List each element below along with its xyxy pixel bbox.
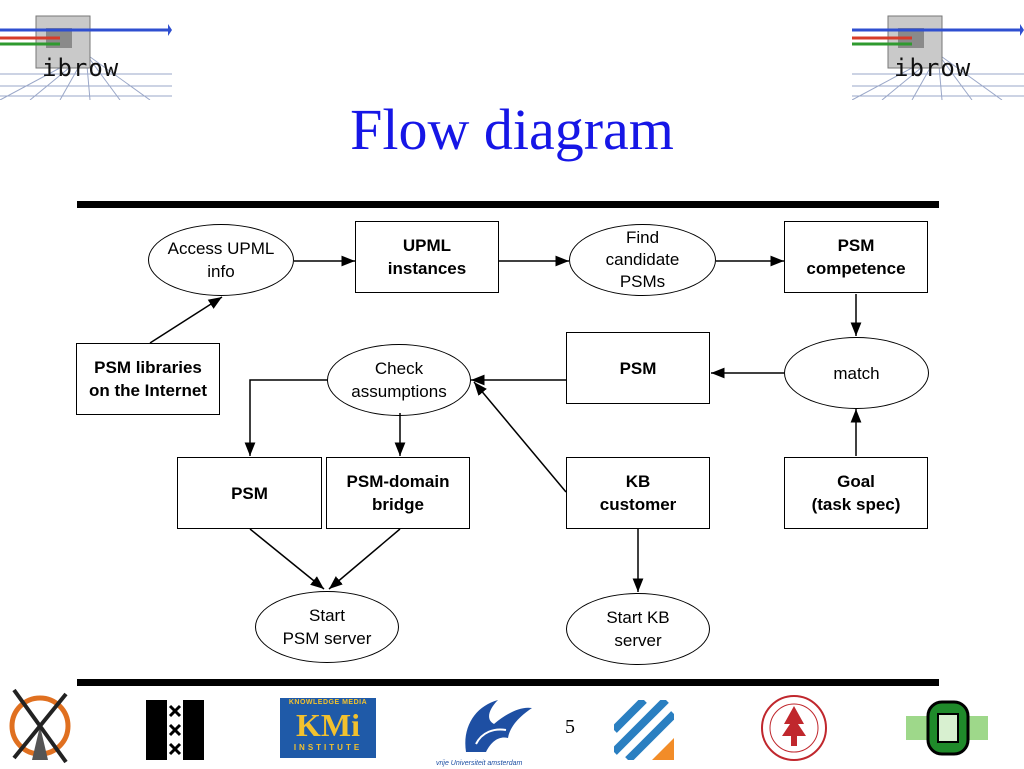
stanford-seal-logo: [761, 695, 827, 761]
arrow-libraries-to-access: [149, 296, 223, 344]
bottom-rule: [77, 679, 939, 686]
kmi-logo-bottom: INSTITUTE: [293, 743, 363, 752]
ibrow-logo-text: ibrow: [894, 54, 972, 82]
page-number: 5: [565, 716, 575, 738]
ibrow-logo-right: ibrow: [851, 14, 1024, 101]
kmi-logo-main: KMi: [296, 707, 360, 743]
green-logo: [906, 700, 988, 756]
vu-logo: vrije Universiteit amsterdam: [436, 696, 548, 767]
ibrow-logo-graphic: [851, 15, 1024, 101]
uva-crosses-logo: [146, 700, 204, 760]
ibrow-logo-text: ibrow: [42, 54, 120, 82]
kmi-logo-top: KNOWLEDGE MEDIA: [288, 699, 368, 706]
node-check-assumptions: Check assumptions: [327, 344, 471, 416]
node-psm-libraries: PSM libraries on the Internet: [76, 343, 220, 415]
node-goal-task-spec: Goal (task spec): [784, 457, 928, 529]
top-rule: [77, 201, 939, 208]
node-psm-left: PSM: [177, 457, 322, 529]
arrow-psm-to-start: [249, 528, 325, 590]
kmi-logo: KNOWLEDGE MEDIA KMi INSTITUTE: [280, 698, 376, 758]
node-start-kb-server: Start KB server: [566, 593, 710, 665]
node-access-upml-info: Access UPML info: [148, 224, 294, 296]
arrow-kb-to-check: [473, 381, 567, 493]
striped-logo: [614, 700, 674, 760]
page-title: Flow diagram: [350, 97, 674, 162]
node-psm-competence: PSM competence: [784, 221, 928, 293]
node-start-psm-server: Start PSM server: [255, 591, 399, 663]
node-kb-customer: KB customer: [566, 457, 710, 529]
node-upml-instances: UPML instances: [355, 221, 499, 293]
node-match: match: [784, 337, 929, 409]
node-find-candidate-psms: Find candidate PSMs: [569, 224, 716, 296]
arrow-bridge-to-start: [328, 528, 401, 590]
ibrow-logo-left: ibrow: [0, 14, 172, 101]
windmill-logo: [9, 688, 71, 764]
arrow-check-to-psm: [244, 379, 327, 456]
vu-logo-text: vrije Universiteit amsterdam: [436, 760, 523, 767]
node-psm-domain-bridge: PSM-domain bridge: [326, 457, 470, 529]
node-psm-middle: PSM: [566, 332, 710, 404]
vu-griffin-icon: [465, 700, 532, 752]
ibrow-logo-graphic: [0, 15, 172, 101]
